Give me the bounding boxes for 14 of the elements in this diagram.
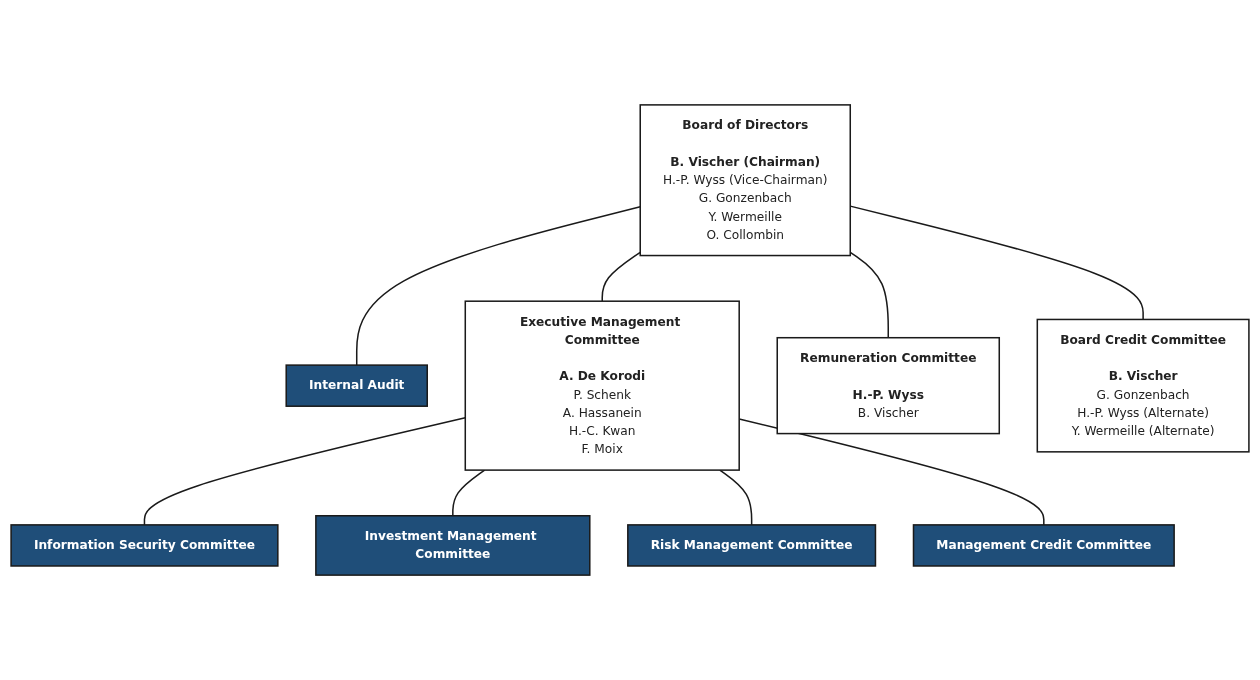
connector: [719, 469, 753, 526]
node-box: Internal Audit: [285, 364, 428, 407]
connector: [849, 251, 889, 339]
connector: [601, 251, 641, 302]
node-box: Board of Directors B. Vischer (Chairman) H.-P. Wyss (Vice-Chairman) G. Gonzenbach Y. Wermeille O. Collombin: [639, 104, 851, 257]
node-box: Board Credit Committee B. Vischer G. Gonzenbach H.-P. Wyss (Alternate) Y. Wermeille (Alternate): [1036, 318, 1250, 453]
connector: [452, 469, 486, 517]
node-box: Risk Management Committee: [627, 524, 877, 567]
node-box: Investment Management Committee: [315, 515, 591, 576]
node-box: Management Credit Committee: [912, 524, 1175, 567]
node-box: Executive Management Committee A. De Korodi P. Schenk A. Hassanein H.-C. Kwan F. Moix: [464, 300, 740, 471]
node-box: Remuneration Committee H.-P. Wyss B. Vischer: [776, 336, 1001, 435]
node-box: Information Security Committee: [10, 524, 279, 567]
connector: [355, 206, 641, 366]
